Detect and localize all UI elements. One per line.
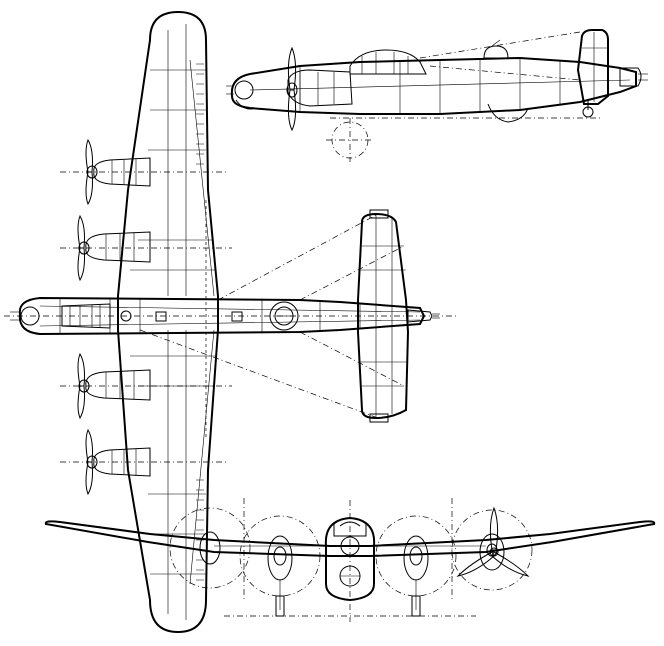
nacelle-2 bbox=[85, 231, 151, 263]
side-view bbox=[226, 29, 648, 162]
plan-tailplane-details bbox=[360, 209, 406, 423]
side-canopy bbox=[349, 49, 427, 75]
roundel-icon bbox=[155, 311, 167, 322]
plan-tailplane bbox=[357, 212, 410, 420]
front-prop-discs bbox=[169, 507, 533, 597]
side-fuselage-details bbox=[226, 58, 631, 114]
plan-nacelles bbox=[85, 157, 151, 477]
propeller-icon bbox=[85, 428, 98, 496]
plan-centrelines bbox=[4, 171, 456, 463]
propeller-icon bbox=[286, 46, 298, 132]
plan-wing-panels bbox=[130, 24, 216, 620]
front-prop-axes bbox=[243, 498, 453, 622]
front-view bbox=[44, 498, 656, 622]
front-nacelles bbox=[199, 531, 505, 617]
plan-wing bbox=[117, 10, 219, 634]
side-nacelle bbox=[287, 69, 353, 107]
side-fuselage bbox=[230, 56, 637, 115]
plan-propellers bbox=[77, 138, 98, 496]
propeller-icon bbox=[456, 506, 530, 577]
front-wing bbox=[44, 520, 656, 557]
front-nacelle-left-inner bbox=[267, 535, 293, 617]
side-symbol bbox=[326, 118, 374, 162]
front-nacelle-left-outer bbox=[199, 531, 221, 565]
plan-view bbox=[4, 10, 456, 634]
nacelle-3 bbox=[85, 369, 151, 401]
projection-lines bbox=[139, 31, 600, 419]
mid-upper-turret-icon bbox=[483, 45, 509, 59]
front-nacelle-right-inner bbox=[403, 535, 429, 617]
side-fin bbox=[576, 29, 609, 105]
